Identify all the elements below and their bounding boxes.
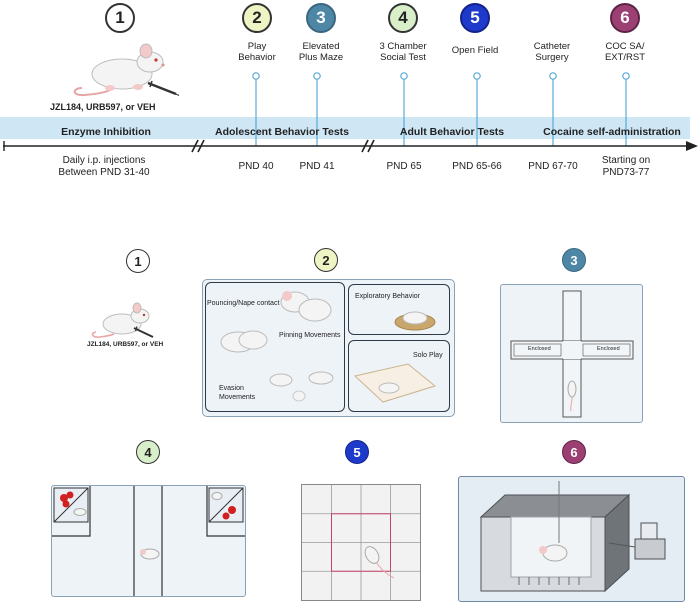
panel-3-number: 3 bbox=[570, 252, 578, 268]
step-3-label: Elevated Plus Maze bbox=[298, 41, 344, 63]
injections-label: Daily i.p. injections Between PND 31-40 bbox=[58, 155, 150, 178]
step-5-number: 5 bbox=[470, 8, 480, 27]
step-1-number: 1 bbox=[115, 8, 125, 27]
panel-1-circle: 1 bbox=[126, 249, 150, 273]
panel-1-drug-label: JZL184, URB597, or VEH bbox=[87, 341, 164, 348]
step-4-label: 3 Chamber Social Test bbox=[379, 41, 427, 63]
panel-4-circle: 4 bbox=[136, 440, 160, 464]
evasion-label: Evasion Movements bbox=[219, 385, 256, 401]
panel-6-circle: 6 bbox=[562, 440, 586, 464]
step-2-label: Play Behavior bbox=[238, 41, 276, 63]
adult-tests-label: Adult Behavior Tests bbox=[399, 126, 505, 138]
panel-6-number: 6 bbox=[570, 444, 578, 460]
timeline-drug-label: JZL184, URB597, or VEH bbox=[50, 102, 156, 112]
pouncing-label: Pouncing/Nape contact bbox=[207, 300, 280, 307]
pnd40-label: PND 40 bbox=[238, 161, 274, 172]
operant-chamber-illustration bbox=[479, 481, 666, 593]
panel-2-exploratory-box bbox=[348, 284, 450, 335]
solo-play-label: Solo Play bbox=[413, 352, 443, 359]
step-4-number: 4 bbox=[398, 8, 408, 27]
step-2-number: 2 bbox=[252, 8, 262, 27]
step-5-circle: 5 bbox=[460, 3, 490, 33]
panel-1-mouse-illustration bbox=[91, 302, 150, 338]
pnd65-label: PND 65 bbox=[386, 161, 422, 172]
panel-2-solo-box bbox=[348, 340, 450, 412]
step-6-label: COC SA/ EXT/RST bbox=[604, 41, 646, 63]
cocaine-sa-label: Cocaine self-administration bbox=[543, 126, 681, 138]
pnd65-66-label: PND 65-66 bbox=[452, 161, 502, 172]
enzyme-inhibition-label: Enzyme Inhibition bbox=[61, 126, 151, 138]
timeline-connectors bbox=[3, 72, 698, 153]
panel-3-elevated-plus-maze: Enclosed Enclosed bbox=[500, 284, 643, 423]
panel-3-circle: 3 bbox=[562, 248, 586, 272]
panel-5-open-field bbox=[301, 484, 421, 601]
panel-4-number: 4 bbox=[144, 444, 152, 460]
step-6-number: 6 bbox=[620, 8, 630, 27]
step-3-number: 3 bbox=[316, 8, 326, 27]
panel-2-mice-illustration bbox=[220, 291, 437, 403]
pnd73-77-label: Starting on PND73-77 bbox=[601, 155, 651, 178]
syringe-icon bbox=[147, 80, 180, 96]
catheter-surgery-label: Catheter Surgery bbox=[533, 41, 571, 63]
panel-2-number: 2 bbox=[322, 252, 330, 268]
step-3-circle: 3 bbox=[306, 3, 336, 33]
panel-1-syringe-icon bbox=[133, 326, 154, 338]
step-6-circle: 6 bbox=[610, 3, 640, 33]
panel-2-circle: 2 bbox=[314, 248, 338, 272]
pnd67-70-label: PND 67-70 bbox=[528, 161, 578, 172]
enclosed-right-label: Enclosed bbox=[597, 346, 620, 352]
adolescent-tests-label: Adolescent Behavior Tests bbox=[214, 126, 350, 138]
panel-2-play-behavior: Pouncing/Nape contact Pinning Movements … bbox=[202, 279, 455, 417]
exploratory-label: Exploratory Behavior bbox=[355, 293, 420, 300]
panel-5-number: 5 bbox=[353, 444, 361, 460]
plus-maze-illustration bbox=[510, 290, 634, 418]
step-1-circle: 1 bbox=[105, 3, 135, 33]
pinning-label: Pinning Movements bbox=[279, 332, 341, 339]
open-field-grid bbox=[302, 485, 420, 600]
panel-5-circle: 5 bbox=[345, 440, 369, 464]
pnd41-label: PND 41 bbox=[299, 161, 335, 172]
step-2-circle: 2 bbox=[242, 3, 272, 33]
three-chamber-illustration bbox=[52, 486, 245, 596]
step-5-label: Open Field bbox=[451, 45, 499, 56]
panel-6-operant-chamber bbox=[458, 476, 685, 602]
enclosed-left-label: Enclosed bbox=[528, 346, 551, 352]
step-4-circle: 4 bbox=[388, 3, 418, 33]
timeline-bar bbox=[0, 117, 690, 139]
panel-4-three-chamber bbox=[51, 485, 246, 597]
mouse-illustration bbox=[73, 43, 165, 97]
panel-1-number: 1 bbox=[134, 253, 142, 269]
